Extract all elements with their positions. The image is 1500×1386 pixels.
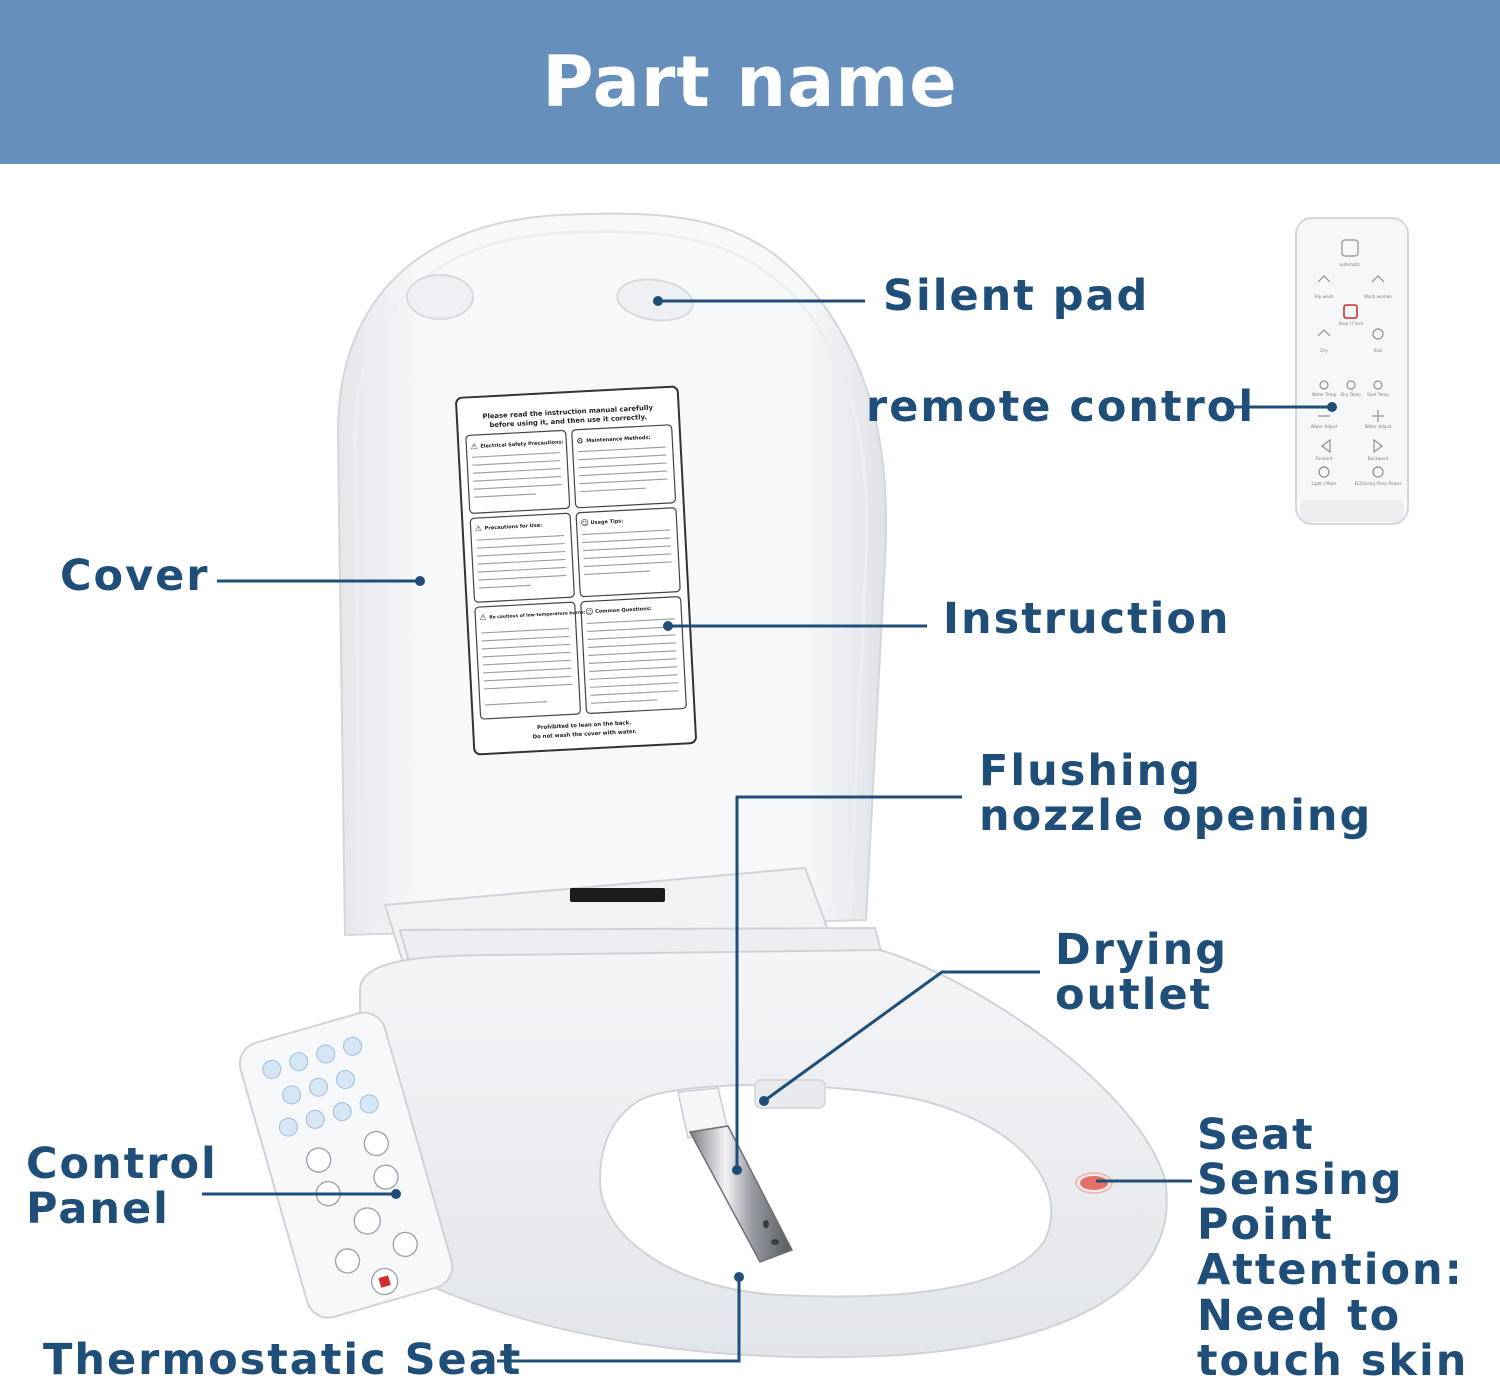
- leader-thermostatic-seat: [497, 1277, 741, 1363]
- remote-btn-water-adjust-plus: Water Adjust: [1365, 424, 1392, 429]
- label-drying-outlet-line-2: outlet: [1055, 970, 1213, 1021]
- label-seat-sensing-line-5: Need to: [1197, 1290, 1402, 1341]
- seat: [358, 948, 1168, 1359]
- section-common-questions: Common Questions:: [595, 606, 652, 615]
- section-precautions: Precautions for Use:: [485, 523, 543, 532]
- remote-btn-wash-woman: Wash woman: [1364, 294, 1392, 299]
- smiley-icon: ☺: [580, 518, 589, 527]
- label-seat-sensing: Seat Sensing Point Attention: Need to to…: [1197, 1110, 1469, 1386]
- silent-pad-left: [406, 274, 474, 320]
- flushing-nozzle: [677, 1087, 794, 1263]
- warning-icon: ⚠: [479, 613, 487, 622]
- remote-control-device: automatic Hip wash Wash woman Stop / Flu…: [1295, 217, 1409, 525]
- instruction-footer-line-1: Prohibited to lean on the back.: [537, 720, 632, 731]
- label-instruction: Instruction: [943, 594, 1231, 644]
- seat-sensing-point: [1075, 1172, 1113, 1194]
- remote-btn-water-temp: Water Temp: [1312, 392, 1337, 397]
- remote-btn-eco-power: ECO/Long Press Power: [1355, 481, 1402, 486]
- label-flushing-nozzle-line-1: Flushing: [979, 746, 1203, 796]
- remote-btn-backward: Backward: [1368, 456, 1389, 461]
- section-low-temperature: Be cautious of low-temperature burns:: [489, 610, 585, 621]
- section-maintenance: Maintenance Methods:: [586, 435, 651, 444]
- remote-btn-stop-flush: Stop / Flush: [1339, 321, 1364, 326]
- label-drying-outlet: Drying outlet: [1055, 925, 1229, 1021]
- label-seat-sensing-line-1: Seat: [1197, 1110, 1315, 1160]
- gear-icon: ⚙: [576, 436, 584, 445]
- remote-btn-dry: Dry: [1320, 348, 1328, 353]
- remote-btn-hip-wash: Hip wash: [1314, 294, 1333, 299]
- leader-lines: [202, 299, 1332, 1363]
- leader-dots: [391, 296, 1337, 1282]
- label-cover: Cover: [60, 551, 210, 601]
- label-flushing-nozzle-line-2: nozzle opening: [979, 791, 1373, 842]
- warning-icon: ⚠: [470, 442, 478, 451]
- label-thermostatic-seat: Thermostatic Seat: [43, 1335, 523, 1385]
- remote-btn-seat-temp: Seat Temp: [1367, 392, 1389, 397]
- page-title: Part name: [542, 41, 958, 123]
- label-silent-pad: Silent pad: [883, 271, 1150, 321]
- remote-btn-kids: Kids: [1374, 348, 1383, 353]
- label-seat-sensing-line-6: touch skin: [1197, 1335, 1469, 1386]
- remote-btn-automatic: automatic: [1339, 262, 1361, 267]
- remote-btn-light-mute: Light / Mute: [1311, 481, 1336, 486]
- remote-btn-forward: Forward: [1316, 456, 1333, 461]
- label-seat-sensing-line-2: Sensing: [1197, 1155, 1404, 1206]
- control-panel: [238, 1011, 454, 1319]
- label-control-panel-line-1: Control: [26, 1139, 218, 1189]
- smiley-icon: ☺: [585, 607, 594, 616]
- label-remote-control: remote control: [866, 382, 1256, 432]
- label-seat-sensing-line-3: Point: [1197, 1200, 1334, 1251]
- instruction-sheet: Please read the instruction manual caref…: [455, 385, 697, 756]
- section-usage-tips: Usage Tips:: [590, 518, 623, 526]
- leader-drying-outlet: [763, 970, 1040, 1103]
- label-control-panel-line-2: Panel: [26, 1184, 170, 1235]
- leader-flushing-nozzle: [735, 795, 962, 1170]
- label-drying-outlet-line-1: Drying: [1055, 925, 1229, 975]
- label-seat-sensing-line-4: Attention:: [1197, 1245, 1464, 1296]
- warning-icon: ⚠: [474, 524, 482, 533]
- header-banner: Part name: [0, 0, 1500, 164]
- section-electrical: Electrical Safety Precautions:: [480, 439, 563, 449]
- remote-btn-water-adjust-minus: Water Adjust: [1311, 424, 1338, 429]
- instruction-footer-line-2: Do not wash the cover with water.: [533, 729, 637, 740]
- remote-btn-dry-temp: Dry Temp: [1341, 392, 1361, 397]
- label-flushing-nozzle: Flushing nozzle opening: [979, 746, 1373, 842]
- label-control-panel: Control Panel: [26, 1139, 218, 1235]
